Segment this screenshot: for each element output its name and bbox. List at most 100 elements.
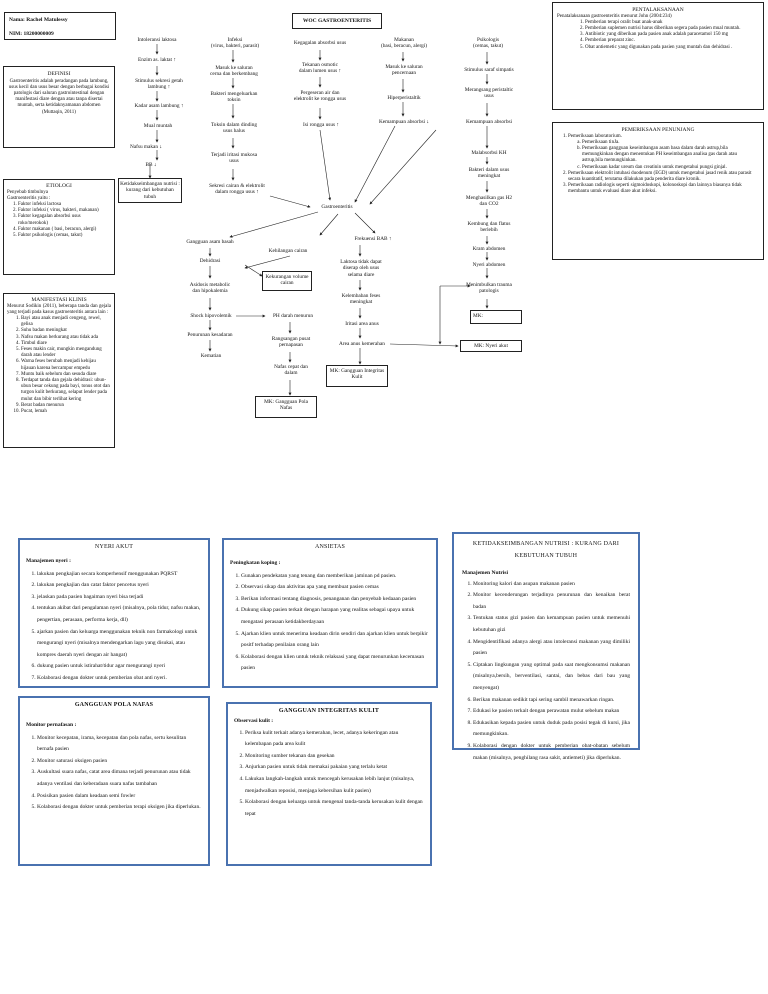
node-penurunan: Penurunan kesadaran	[187, 332, 233, 338]
list-item: Pucat, lemah	[21, 409, 111, 415]
list-item: Faktor infeksi lactosa	[18, 202, 111, 208]
list-item: lakukan pengkajian dan catat faktor penc…	[37, 580, 202, 592]
list-item: Berikan informasi tentang diagnosis, pen…	[241, 594, 430, 606]
list-item: Pemberian preparat zinc.	[585, 38, 759, 44]
node-merangsang: Merangsang peristaltic usus	[464, 87, 514, 100]
node-kelembaban: Kelembaban feses meningkat	[341, 293, 381, 306]
mk-nyeri-akut: MK: Nyeri akut	[460, 340, 522, 352]
pola-nafas-subtitle: Monitor pernafasan :	[26, 722, 77, 728]
node-kemampuan-kiri: Kemampuan absorbsi ↓	[378, 119, 429, 125]
node-area-kemerahan: Area anus kemerahan	[339, 341, 385, 347]
list-item: Berikan makanan sedikit tapi sering samb…	[473, 695, 630, 707]
definisi-text: Gastroenteritis adalah peradangan pada l…	[8, 78, 110, 115]
list-item: Monitoring kalori dan asupan makanan pas…	[473, 579, 630, 591]
list-item: Mengidentifikasi adanya alergi atau into…	[473, 637, 630, 660]
list-item: Warna feses berubah menjadi kehijau hija…	[21, 359, 111, 371]
list-item: Auskultasi suara nafas, catat area diman…	[37, 767, 202, 790]
list-item: Bayi atau anak menjadi cengeng, rewel, g…	[21, 316, 111, 328]
node-gastroenteritis: Gastroenteritis	[321, 204, 353, 210]
nutrisi-list: Monitoring kalori dan asupan makanan pas…	[462, 579, 630, 765]
list-item: Faktor infeksi ( virus, bakteri, makanan…	[18, 208, 111, 214]
node-nyeri-abdomen: Nyeri abdomen	[472, 262, 506, 268]
penunjang-list: Pemeriksaan laboratorium. Pemeriksaan ti…	[557, 134, 759, 196]
list-item: Edukasikan kepada pasien untuk duduk pad…	[473, 718, 630, 741]
integritas-kulit-box: GANGGUAN INTEGRITAS KULIT Observasi kuli…	[226, 702, 432, 866]
manifestasi-intro: Menurut Sodikin (2011), beberapa tanda d…	[7, 303, 111, 315]
integritas-kulit-title: GANGGUAN INTEGRITAS KULIT	[278, 708, 380, 714]
list-item: Lakukan langkah-langkah untuk mencegah k…	[245, 774, 424, 797]
node-dehidrasi: Dehidrasi	[199, 258, 221, 264]
list-item: Gunakan pendekatan yang tenang dan membe…	[241, 571, 430, 583]
ansietas-box: ANSIETAS Peningkatan koping : Gunakan pe…	[222, 538, 438, 688]
list-item: Monitoring sumber tekanan dan gesekan	[245, 751, 424, 763]
list-item: Faktor psikologis (cemas, takut)	[18, 233, 111, 239]
pola-nafas-box: GANGGUAN POLA NAFAS Monitor pernafasan :…	[18, 696, 210, 866]
node-pergeseran: Pergeseran air dan elektrolit ke rongga …	[293, 90, 347, 103]
node-kembung: Kembung dan flatus berlebih	[467, 221, 511, 234]
list-item: Pemeriksaan radiologis seperti sigmoidos…	[568, 183, 759, 195]
mk-nutrisi: Ketidakseimbangan nutrisi : kurang dari …	[118, 178, 182, 203]
mk-small: MK:	[470, 310, 522, 324]
node-bb: BB ↓	[145, 162, 157, 168]
node-bakteri-dalam: Bakteri dalam usus meningkat	[468, 167, 510, 180]
list-item: Tentukan status gizi pasien dan kemampua…	[473, 613, 630, 636]
list-item: Berat badan menurun	[21, 403, 111, 409]
node-gangguan-asam: Gangguan asam basah	[186, 239, 234, 245]
node-asidosis: Asidosis metabolic dan hipokalemia	[189, 282, 231, 295]
student-name-box: Nama: Rachel Matulessy NIM: 18200000009	[4, 12, 116, 40]
list-item: ajarkan pasien dan keluarga menggunakan …	[37, 627, 202, 662]
list-item: Terdapat tanda dan gejala dehidrasi: ubu…	[21, 378, 111, 403]
ansietas-subtitle: Peningkatan koping :	[230, 560, 281, 566]
node-shock: Shock hipovolemik	[190, 313, 232, 319]
nyeri-akut-subtitle: Manajemen nyeri :	[26, 558, 71, 564]
etiologi-intro-1: Penyebab timbulnya	[7, 189, 48, 195]
nyeri-akut-list: lakukan pengkajian secara komperhensif m…	[26, 569, 202, 685]
list-item: Edukasi ke pasien terkait dengan perawat…	[473, 706, 630, 718]
node-iritasi-mukosa: Terjadi iritasi mukosa usus	[210, 152, 258, 165]
ansietas-list: Gunakan pendekatan yang tenang dan membe…	[230, 571, 430, 675]
node-kadar-asam: Kadar asam lambung ↑	[134, 103, 184, 109]
integritas-kulit-list: Periksa kulit terkait adanya kemerahan, …	[234, 728, 424, 821]
list-item: Monitor saturasi oksigen pasien	[37, 756, 202, 768]
node-kegagalan: Kegagalan absorbsi usus	[293, 40, 347, 46]
node-frekuensi: Frekuensi BAB ↑	[354, 236, 392, 242]
list-item: Periksa kulit terkait adanya kemerahan, …	[245, 728, 424, 751]
node-nafsu: Nafsu makan ↓	[129, 144, 163, 150]
node-kram: Kram abdomen	[472, 246, 506, 252]
nyeri-akut-box: NYERI AKUT Manajemen nyeri : lakukan pen…	[18, 538, 210, 688]
ansietas-title: ANSIETAS	[314, 544, 346, 550]
node-stimulus-sekresi: Stimulus sekresi getah lambung ↑	[135, 78, 183, 91]
manifestasi-list: Bayi atau anak menjadi cengeng, rewel, g…	[7, 316, 111, 415]
nyeri-akut-title: NYERI AKUT	[94, 544, 134, 550]
node-masuk-saluran-cerna: Masuk ke saluran cerna dan berkembang	[210, 65, 258, 78]
nutrisi-box: KETIDAKSEIMBANGAN NUTRISI : KURANG DARI …	[452, 532, 640, 761]
pola-nafas-title: GANGGUAN POLA NAFAS	[74, 702, 154, 708]
list-item: Faktor makanan ( basi, beracun, alergi)	[18, 227, 111, 233]
page-title: WOC GASTROENTERITIS	[292, 13, 382, 29]
list-item: dukung pasien untuk istirahat/tidur agar…	[37, 661, 202, 673]
list-item: Faktor kegagalan absorbsi usus roko/mero…	[18, 214, 111, 226]
node-kemampuan-kanan: Kemampuan absorbsi	[465, 119, 513, 125]
list-item: Pemberian terapi oralit buat anak-anak	[585, 20, 759, 26]
nutrisi-title: KETIDAKSEIMBANGAN NUTRISI : KURANG DARI …	[472, 541, 620, 559]
list-item: Ciptakan lingkungan yang optimal pada sa…	[473, 660, 630, 695]
list-item: Observasi sikap dan aktivitas apa yang m…	[241, 582, 430, 594]
node-hiperperistaltik: Hiperperistaltik	[387, 95, 421, 101]
list-item: Antibiotic yang diberikan pada pasien an…	[585, 32, 759, 38]
node-toksin-dinding: Toksin dalam dinding usus halus	[210, 122, 258, 135]
integritas-kulit-subtitle: Observasi kulit :	[234, 718, 274, 724]
node-intoleransi: Intoleransi laktosa	[137, 37, 177, 43]
node-malabsorbsi: Malabsorbsi KH	[471, 150, 507, 156]
list-item: Ajarkan klien untuk menerima keadaan dir…	[241, 629, 430, 652]
list-item: lakukan pengkajian secara komperhensif m…	[37, 569, 202, 581]
etiologi-intro-2: Gastroenteritis yaitu :	[7, 195, 51, 201]
node-menghasilkan: Menghasilkan gas H2 dan CO2	[465, 195, 513, 208]
list-item: Kolaborasi dengan klien untuk teknik rel…	[241, 652, 430, 675]
node-mual: Mual muntah	[143, 123, 173, 129]
list-item: Kolaborasi dengan dokter untuk pemberian…	[37, 802, 202, 814]
mk-gangguan-pola-nafas: MK: Gangguan Pola Nafas	[255, 396, 317, 418]
node-tekanan: Tekanan osmotic dalam lumen usus ↑	[298, 62, 342, 75]
list-item: Pemeriksaan gangguan keseimbangan asam b…	[582, 146, 759, 165]
list-item: Kolaborasi dengan keluarga untuk mengena…	[245, 797, 424, 820]
pentalaksanaan-list: Pemberian terapi oralit buat anak-anak P…	[557, 20, 759, 51]
